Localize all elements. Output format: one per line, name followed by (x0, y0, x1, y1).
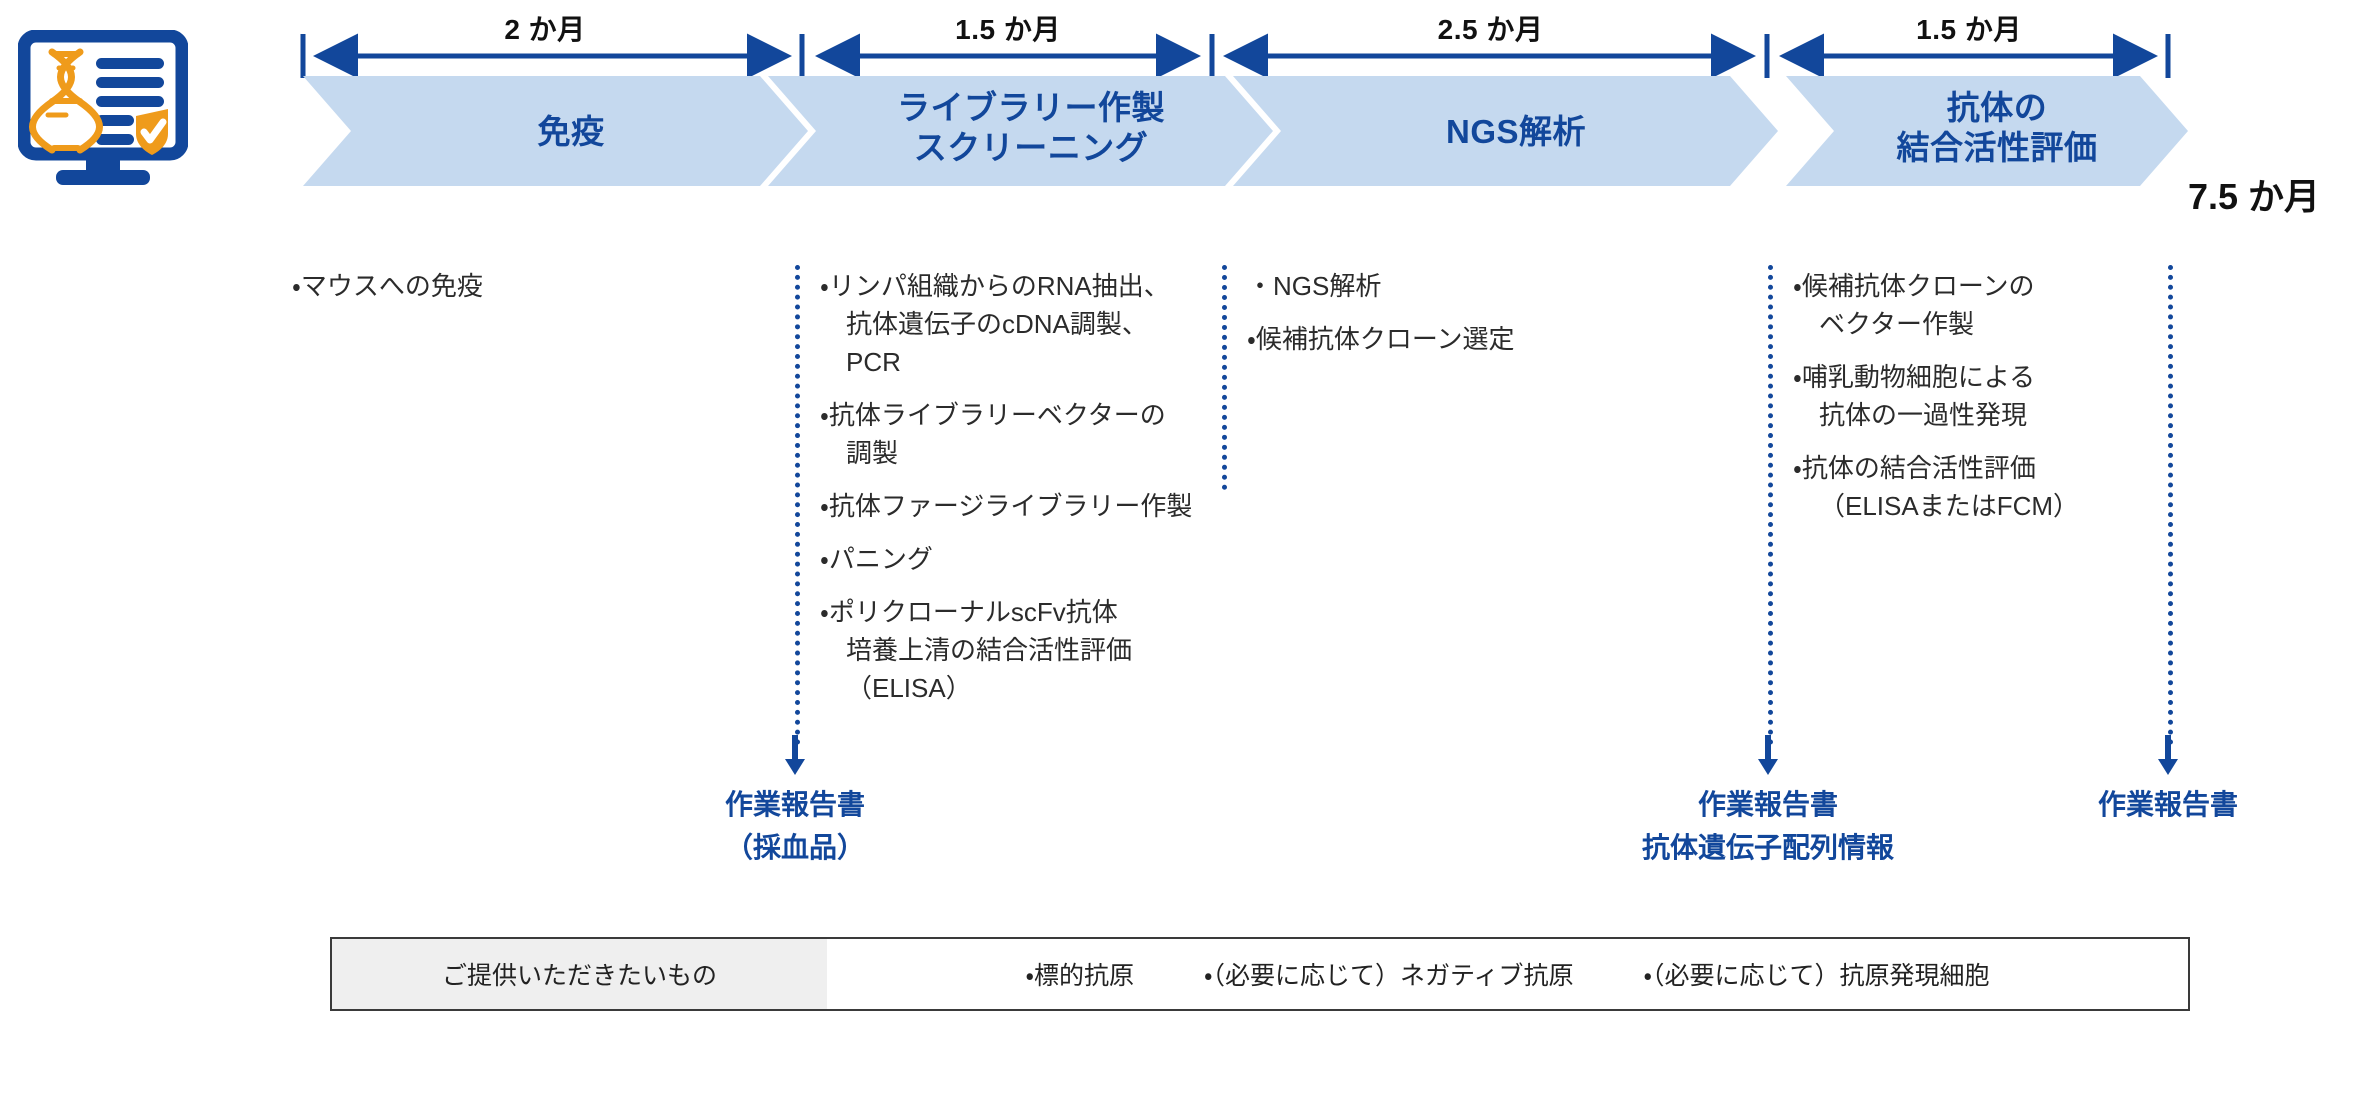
list-item: パニング (820, 541, 1220, 579)
dotted-separator-4 (2168, 265, 2173, 745)
phase-bullets-2: リンパ組織からのRNA抽出、 抗体遺伝子のcDNA調製、 PCR 抗体ライブラリ… (820, 268, 1220, 723)
list-item: NGS解析 (1247, 268, 1747, 306)
dna-report-monitor-icon (17, 29, 189, 190)
provision-item: （必要に応じて）ネガティブ抗原 (1204, 956, 1574, 992)
phase-bullets-4: 候補抗体クローンの ベクター作製 哺乳動物細胞による 抗体の一過性発現 抗体の結… (1793, 268, 2163, 541)
list-item: マウスへの免疫 (292, 268, 762, 306)
span-label-2: 1.5 か月 (955, 14, 1061, 45)
dotted-separator-2 (1222, 265, 1227, 490)
chevron-label-2: ライブラリー作製 スクリーニング (897, 89, 1165, 167)
chevron-label-1: 免疫 (537, 113, 605, 150)
span-label-1: 2 か月 (504, 14, 586, 45)
deliverable-arrow-1 (782, 735, 808, 775)
list-item: リンパ組織からのRNA抽出、 抗体遺伝子のcDNA調製、 PCR (820, 268, 1220, 382)
chevron-label-3: NGS解析 (1445, 113, 1586, 150)
span-label-3: 2.5 か月 (1437, 14, 1544, 45)
provision-table-header: ご提供いただきたいもの (332, 939, 827, 1009)
provision-item: （必要に応じて）抗原発現細胞 (1644, 956, 1990, 992)
list-item: 抗体ライブラリーベクターの 調製 (820, 397, 1220, 473)
provision-table: ご提供いただきたいもの 標的抗原 （必要に応じて）ネガティブ抗原 （必要に応じて… (330, 937, 2190, 1011)
phase-chevron-band: 免疫 ライブラリー作製 スクリーニング NGS解析 抗体の 結合活性評価 (0, 76, 2362, 186)
provision-item: 標的抗原 (1025, 956, 1134, 992)
chevron-phase-3 (1233, 76, 1778, 186)
deliverable-arrow-3 (2155, 735, 2181, 775)
span-label-4: 1.5 か月 (1916, 14, 2022, 45)
dotted-separator-3 (1768, 265, 1773, 745)
timeline-ruler: 2 か月 1.5 か月 2.5 か月 1.5 か月 (0, 0, 2362, 79)
deliverable-label-1: 作業報告書 （採血品） (724, 789, 865, 864)
total-duration-label: 7.5 か月 (2188, 176, 2321, 217)
chevron-phase-4 (1786, 76, 2188, 186)
list-item: 候補抗体クローン選定 (1247, 321, 1747, 359)
phase-bullets-1: マウスへの免疫 (292, 268, 762, 321)
chevron-phase-2 (768, 76, 1273, 186)
deliverable-label-3: 作業報告書 (2097, 789, 2238, 820)
deliverable-label-2: 作業報告書 抗体遺伝子配列情報 (1641, 789, 1894, 864)
chevron-phase-1 (303, 76, 808, 186)
list-item: ポリクローナルscFv抗体 培養上清の結合活性評価 （ELISA） (820, 594, 1220, 708)
provision-table-body: 標的抗原 （必要に応じて）ネガティブ抗原 （必要に応じて）抗原発現細胞 (827, 939, 2188, 1009)
list-item: 抗体の結合活性評価 （ELISAまたはFCM） (1793, 450, 2163, 526)
list-item: 抗体ファージライブラリー作製 (820, 488, 1220, 526)
list-item: 候補抗体クローンの ベクター作製 (1793, 268, 2163, 344)
dotted-separator-1 (795, 265, 800, 745)
deliverable-arrow-2 (1755, 735, 1781, 775)
chevron-label-4: 抗体の 結合活性評価 (1896, 89, 2098, 167)
phase-bullets-3: NGS解析 候補抗体クローン選定 (1247, 268, 1747, 374)
list-item: 哺乳動物細胞による 抗体の一過性発現 (1793, 359, 2163, 435)
